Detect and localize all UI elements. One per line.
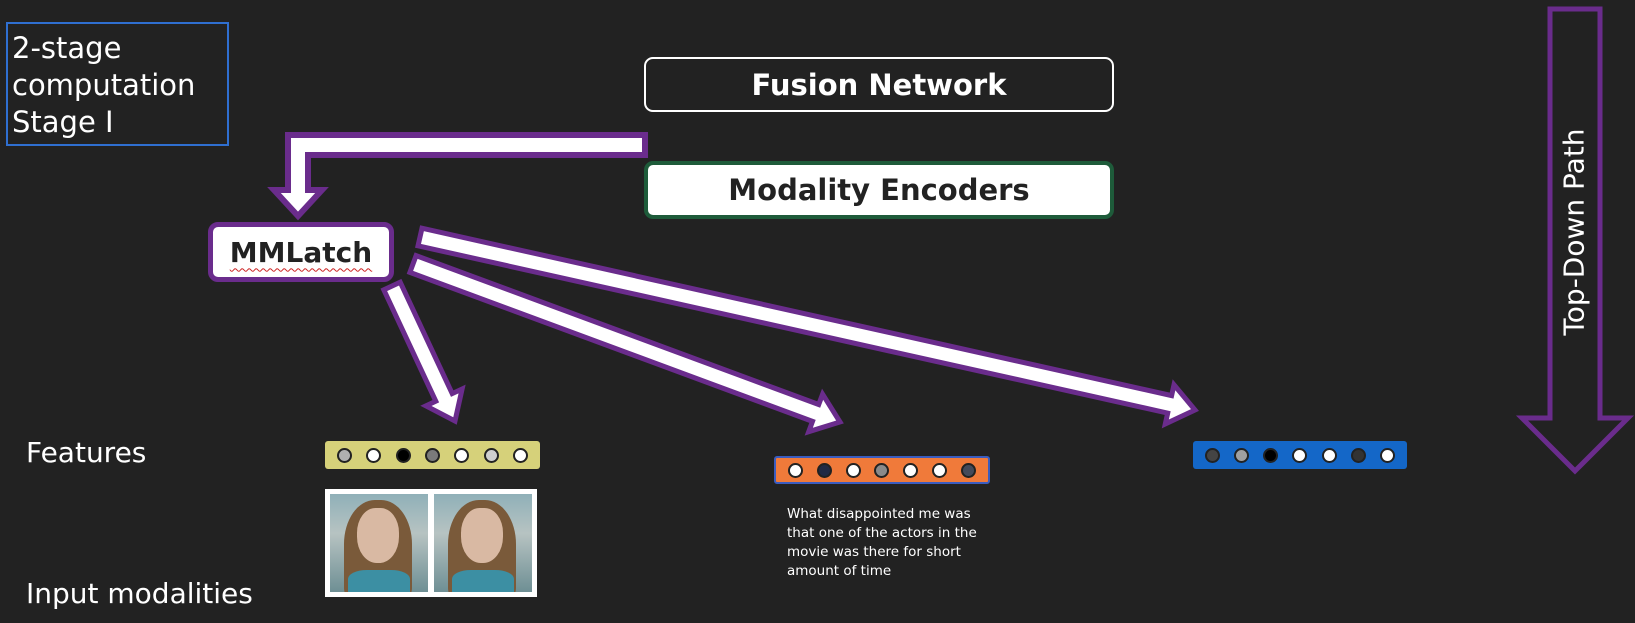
feature-dot [787, 462, 803, 478]
feature-dot [366, 447, 382, 463]
text-transcript: What disappointed me was that one of the… [787, 506, 977, 579]
audio-feature-vector [1193, 441, 1407, 469]
input-modalities-label: Input modalities [26, 577, 253, 610]
elbow-arrow [267, 132, 648, 221]
top-down-arrow [1515, 6, 1635, 475]
feature-dot [512, 447, 528, 463]
feature-dot [845, 462, 861, 478]
modality-encoders-box: Modality Encoders [644, 161, 1114, 219]
fusion-network-box: Fusion Network [644, 57, 1114, 112]
feature-dot [874, 462, 890, 478]
mmlatch-box: MMLatch [208, 222, 394, 282]
stage-line-1: 2-stage [12, 31, 122, 65]
stage-info-box [6, 22, 229, 146]
face-shape [357, 507, 399, 563]
features-label: Features [26, 436, 147, 469]
video-frames [325, 489, 537, 597]
feature-dot [395, 447, 411, 463]
feature-dot [454, 447, 470, 463]
feature-dot [1263, 447, 1279, 463]
arrow-to-visual [380, 278, 466, 425]
feature-dot [903, 462, 919, 478]
feature-dot [1234, 447, 1250, 463]
feature-dot [1292, 447, 1308, 463]
feature-dot [932, 462, 948, 478]
feature-dot [424, 447, 440, 463]
feature-dot [1321, 447, 1337, 463]
mmlatch-label: MMLatch [229, 235, 373, 269]
face-shirt-shape [451, 570, 515, 592]
visual-feature-vector [325, 441, 540, 469]
video-frame-1 [330, 494, 428, 592]
top-down-path-label: Top-Down Path [1557, 128, 1591, 336]
feature-dot [1205, 447, 1221, 463]
arrow-to-text [406, 252, 844, 436]
fusion-network-label: Fusion Network [751, 67, 1007, 102]
modality-encoders-label: Modality Encoders [728, 173, 1030, 207]
face-shirt-shape [347, 570, 411, 592]
feature-dot [1350, 447, 1366, 463]
stage-line-3: Stage I [12, 105, 114, 139]
feature-dot [483, 447, 499, 463]
video-frame-2 [434, 494, 532, 592]
fanout-arrows [380, 225, 1199, 436]
feature-dot [1379, 447, 1395, 463]
arrow-to-audio [415, 225, 1199, 429]
feature-dot [816, 462, 832, 478]
face-shape [461, 507, 503, 563]
text-feature-vector [774, 456, 990, 484]
feature-dot [337, 447, 353, 463]
feature-dot [960, 462, 976, 478]
stage-line-2: computation [12, 68, 196, 102]
audio-waveform [1182, 493, 1417, 571]
